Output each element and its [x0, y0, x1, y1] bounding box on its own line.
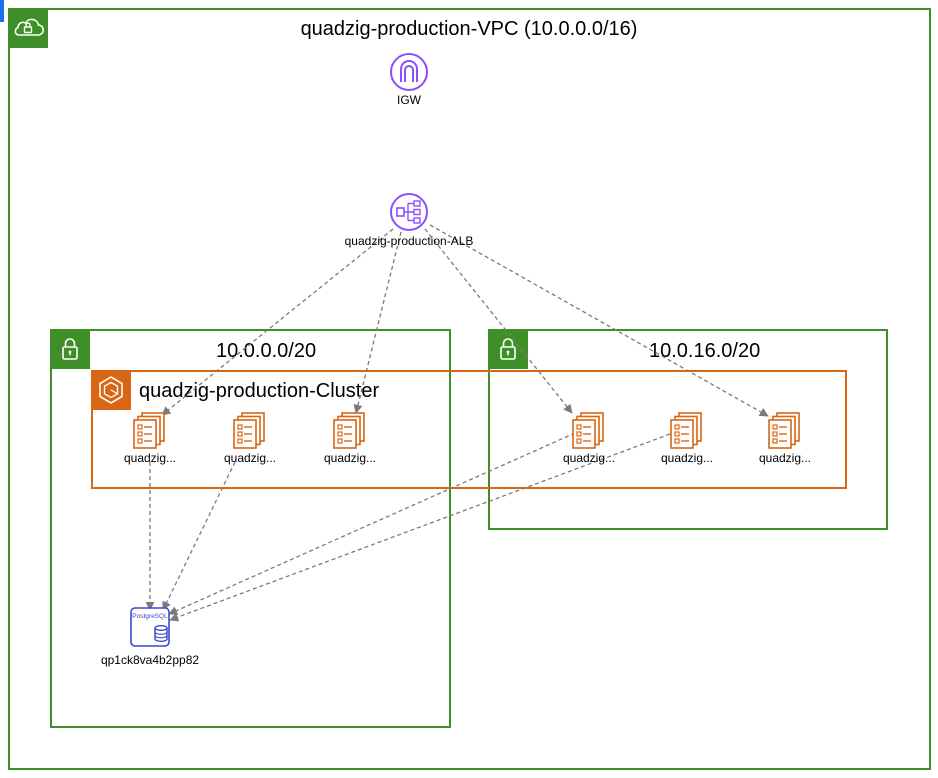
edge-alb-task-4: [424, 228, 573, 414]
ecs-task-icon: [133, 412, 165, 449]
ecs-task-icon: [233, 412, 265, 449]
database-node[interactable]: PostgreSQL: [128, 606, 172, 650]
ecs-task-icon: [333, 412, 365, 449]
subnet-title-1: 10.0.0.0/20: [216, 340, 317, 362]
task-node-4[interactable]: [572, 412, 606, 455]
task-label-5: quadzig...: [660, 451, 714, 465]
vpc-container: [8, 8, 931, 770]
edge-alb-task-6: [429, 224, 769, 417]
subnet-container-1: [50, 329, 451, 728]
task-node-5[interactable]: [670, 412, 704, 455]
igw-node[interactable]: [389, 52, 429, 92]
task-node-2[interactable]: [233, 412, 267, 455]
task-node-3[interactable]: [333, 412, 367, 455]
subnet-badge-2: [488, 329, 528, 369]
padlock-icon: [500, 338, 516, 360]
cluster-container: [91, 370, 847, 489]
subnet-title-2: 10.0.16.0/20: [649, 340, 761, 362]
task-label-3: quadzig...: [323, 451, 377, 465]
rds-postgresql-icon: PostgreSQL: [130, 607, 170, 647]
database-engine-text: PostgreSQL: [132, 613, 168, 620]
task-label-1: quadzig...: [123, 451, 177, 465]
ecs-cluster-icon: [99, 376, 123, 404]
cluster-title: quadzig-production-Cluster: [139, 380, 380, 402]
edge-alb-task-1: [161, 228, 394, 416]
vpc-title: quadzig-production-VPC (10.0.0.0/16): [300, 18, 638, 40]
load-balancer-icon: [390, 193, 428, 231]
ecs-task-icon: [670, 412, 702, 449]
subnet-container-2: [488, 329, 888, 530]
vpc-badge: [8, 8, 48, 48]
corner-marker: [0, 0, 4, 22]
cloud-lock-icon: [14, 18, 45, 36]
edge-alb-task-3: [353, 231, 402, 414]
subnet-badge-1: [50, 329, 90, 369]
task-label-6: quadzig...: [758, 451, 812, 465]
alb-label: quadzig-production-ALB: [344, 234, 474, 248]
database-label: qp1ck8va4b2pp82: [100, 653, 200, 667]
ecs-task-icon: [768, 412, 800, 449]
task-label-4: quadzig...: [562, 451, 616, 465]
task-node-1[interactable]: [133, 412, 167, 455]
padlock-icon: [62, 338, 78, 360]
edge-task-5-db: [169, 433, 671, 622]
task-label-2: quadzig...: [223, 451, 277, 465]
edge-task-2-db: [162, 461, 236, 611]
task-node-6[interactable]: [768, 412, 802, 455]
alb-node[interactable]: [389, 192, 429, 232]
igw-label: IGW: [397, 93, 421, 107]
cluster-badge: [91, 370, 131, 410]
ecs-task-icon: [572, 412, 604, 449]
internet-gateway-icon: [390, 53, 428, 91]
